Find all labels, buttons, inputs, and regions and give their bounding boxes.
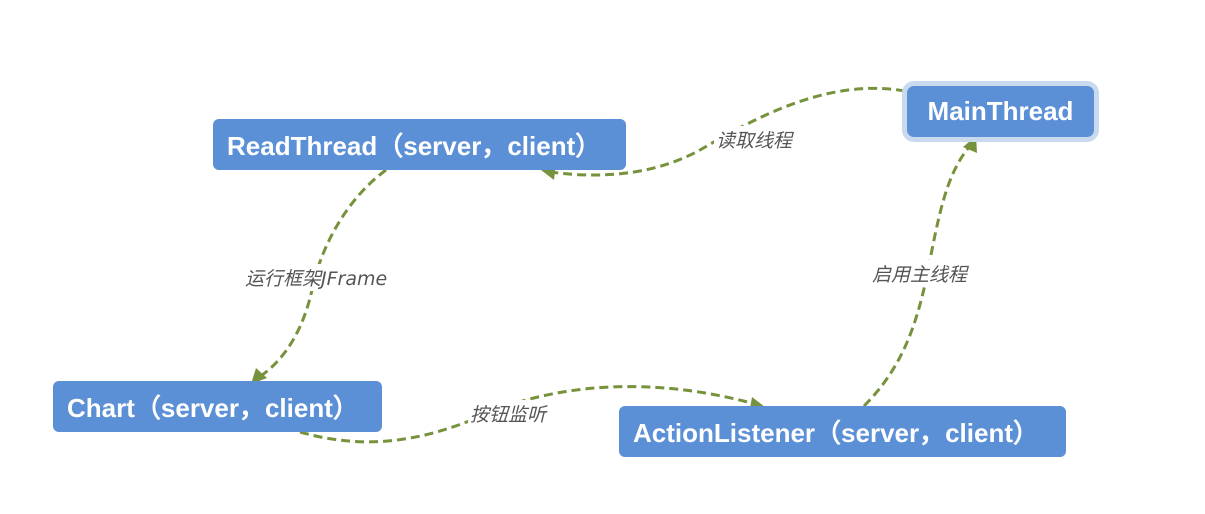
edge-label-listener-to-main: 启用主线程 [870,260,970,287]
node-main-thread[interactable]: MainThread [907,86,1094,137]
edge-label-read-to-chart: 运行框架JFrame [243,264,390,291]
arrow-head-main-thread [963,136,977,153]
node-read-thread[interactable]: ReadThread（server，client） [213,119,626,170]
node-chart[interactable]: Chart（server，client） [53,381,382,432]
arrow-head-chart [251,368,267,384]
edge-main-to-read[interactable] [549,86,906,177]
edge-label-main-to-read: 读取线程 [714,126,795,153]
edge-label-chart-to-listener: 按钮监听 [468,400,549,427]
node-action-listener[interactable]: ActionListener（server，client） [619,406,1066,457]
